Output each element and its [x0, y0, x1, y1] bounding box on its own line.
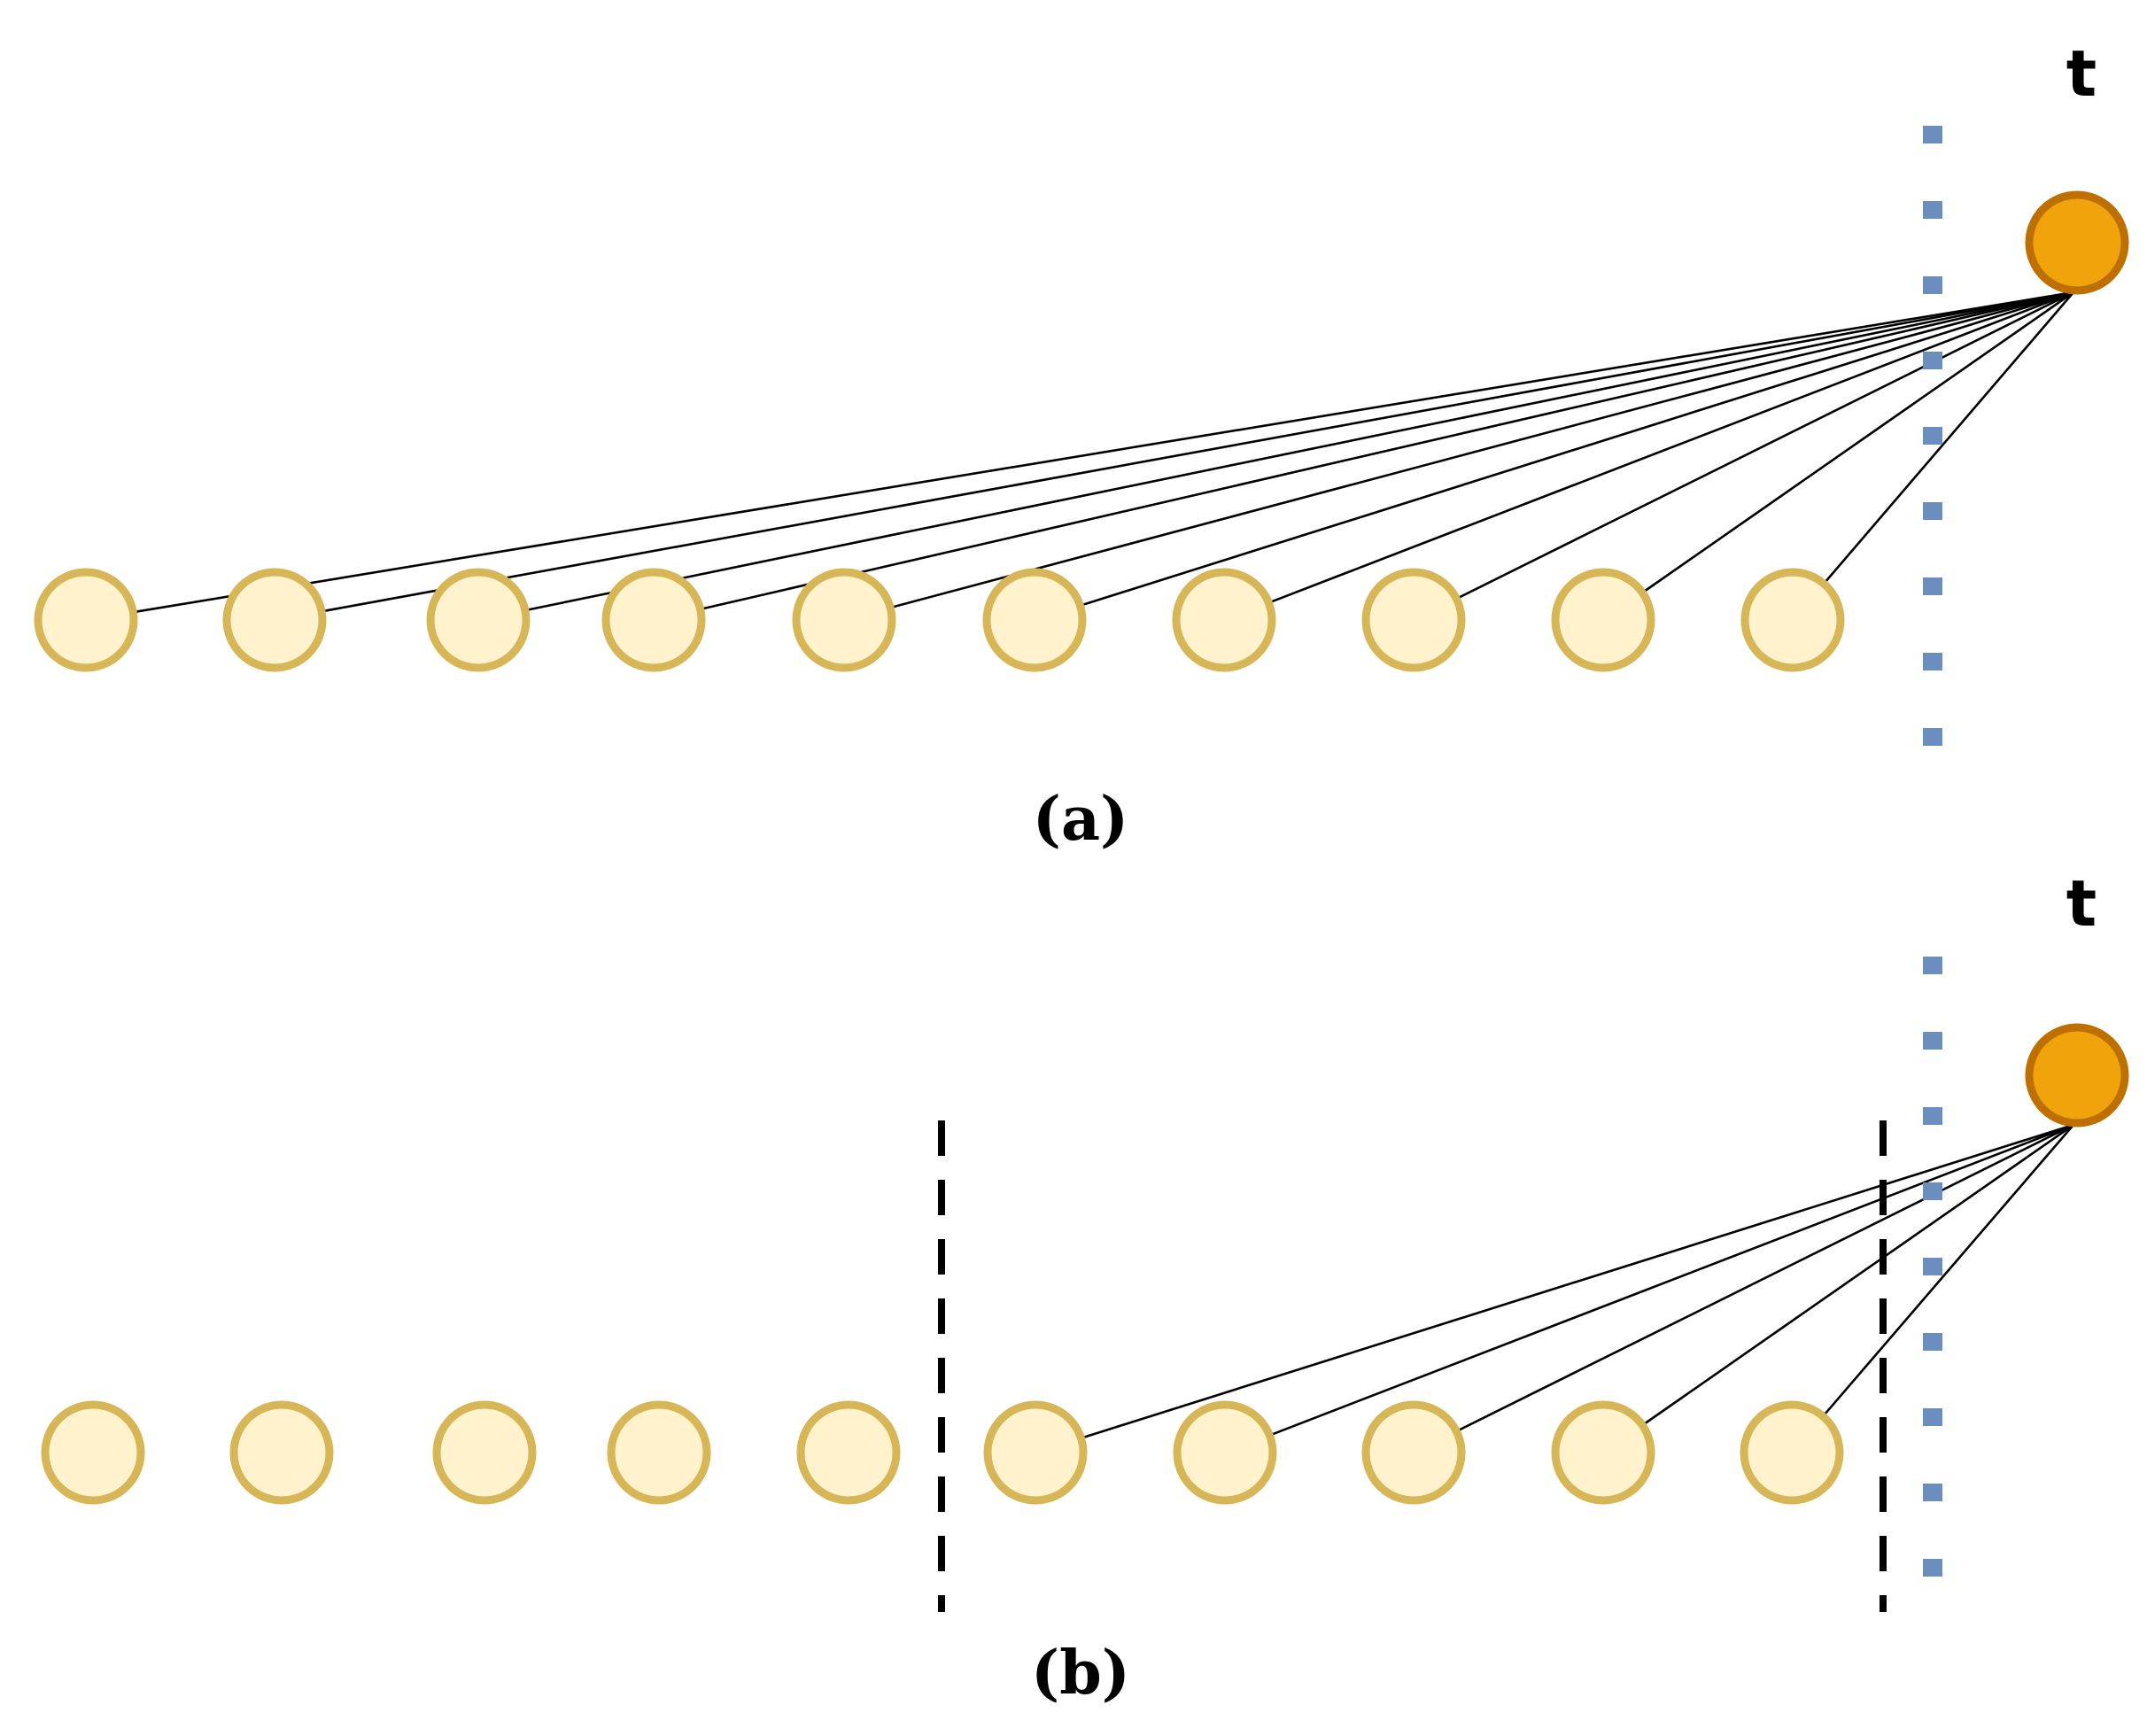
panel-a-past-node-7: [1361, 568, 1466, 672]
panel-b-past-node-2: [432, 1400, 537, 1505]
panel-b-past-node-9: [1740, 1400, 1844, 1505]
panel-b-caption: (b): [1031, 1638, 1130, 1709]
panel-b-past-node-1: [229, 1400, 334, 1505]
panel-a-past-node-4: [792, 568, 896, 672]
panel-b-edge-9: [1822, 1124, 2074, 1417]
panel-a-caption: (a): [1033, 784, 1128, 855]
panel-b-past-node-0: [41, 1400, 145, 1505]
panel-a-past-node-5: [982, 568, 1087, 672]
panel-a-edge-8: [1641, 291, 2074, 594]
panel-a-past-node-6: [1172, 568, 1276, 672]
panel-a-past-node-9: [1740, 568, 1845, 672]
panel-a-past-node-1: [222, 568, 327, 672]
panel-b-past-node-7: [1361, 1400, 1466, 1505]
panel-b-past-node-6: [1173, 1400, 1277, 1505]
panel-b: t (b): [41, 866, 2129, 1709]
panel-a-edge-5: [1080, 291, 2074, 607]
panel-a-past-node-3: [601, 568, 706, 672]
panel-b-edge-5: [1081, 1123, 2074, 1439]
panel-b-edge-8: [1641, 1123, 2074, 1427]
panel-b-markers: [938, 957, 1942, 1612]
panel-b-nodes: [41, 1023, 2129, 1505]
panel-b-current-node: [2025, 1023, 2129, 1128]
panel-a-current-node: [2025, 190, 2129, 295]
panel-a-edge-1: [321, 291, 2074, 613]
panel-b-past-node-5: [983, 1400, 1088, 1505]
panel-b-past-node-4: [796, 1400, 901, 1505]
panel-a-edge-3: [700, 291, 2074, 611]
panel-a: t (a): [34, 36, 2129, 855]
panel-a-edge-2: [524, 291, 2074, 612]
panel-a-current-node-label: t: [2066, 36, 2097, 111]
panel-a-nodes: [34, 190, 2129, 672]
panel-a-edge-0: [133, 291, 2074, 614]
panel-b-past-node-8: [1551, 1400, 1655, 1505]
panel-a-edge-7: [1455, 291, 2074, 601]
panel-b-edges: [1081, 1123, 2074, 1439]
panel-a-past-node-8: [1551, 568, 1655, 672]
panel-a-edge-9: [1823, 291, 2074, 585]
panel-a-edge-4: [889, 291, 2074, 609]
panel-b-current-node-label: t: [2066, 866, 2097, 941]
panel-b-past-node-3: [607, 1400, 711, 1505]
panel-a-edges: [133, 291, 2074, 614]
panel-b-edge-6: [1268, 1123, 2074, 1437]
panel-b-edge-7: [1455, 1123, 2074, 1433]
panel-a-past-node-0: [34, 568, 138, 672]
panel-a-edge-6: [1267, 291, 2074, 604]
panel-a-past-node-2: [426, 568, 531, 672]
